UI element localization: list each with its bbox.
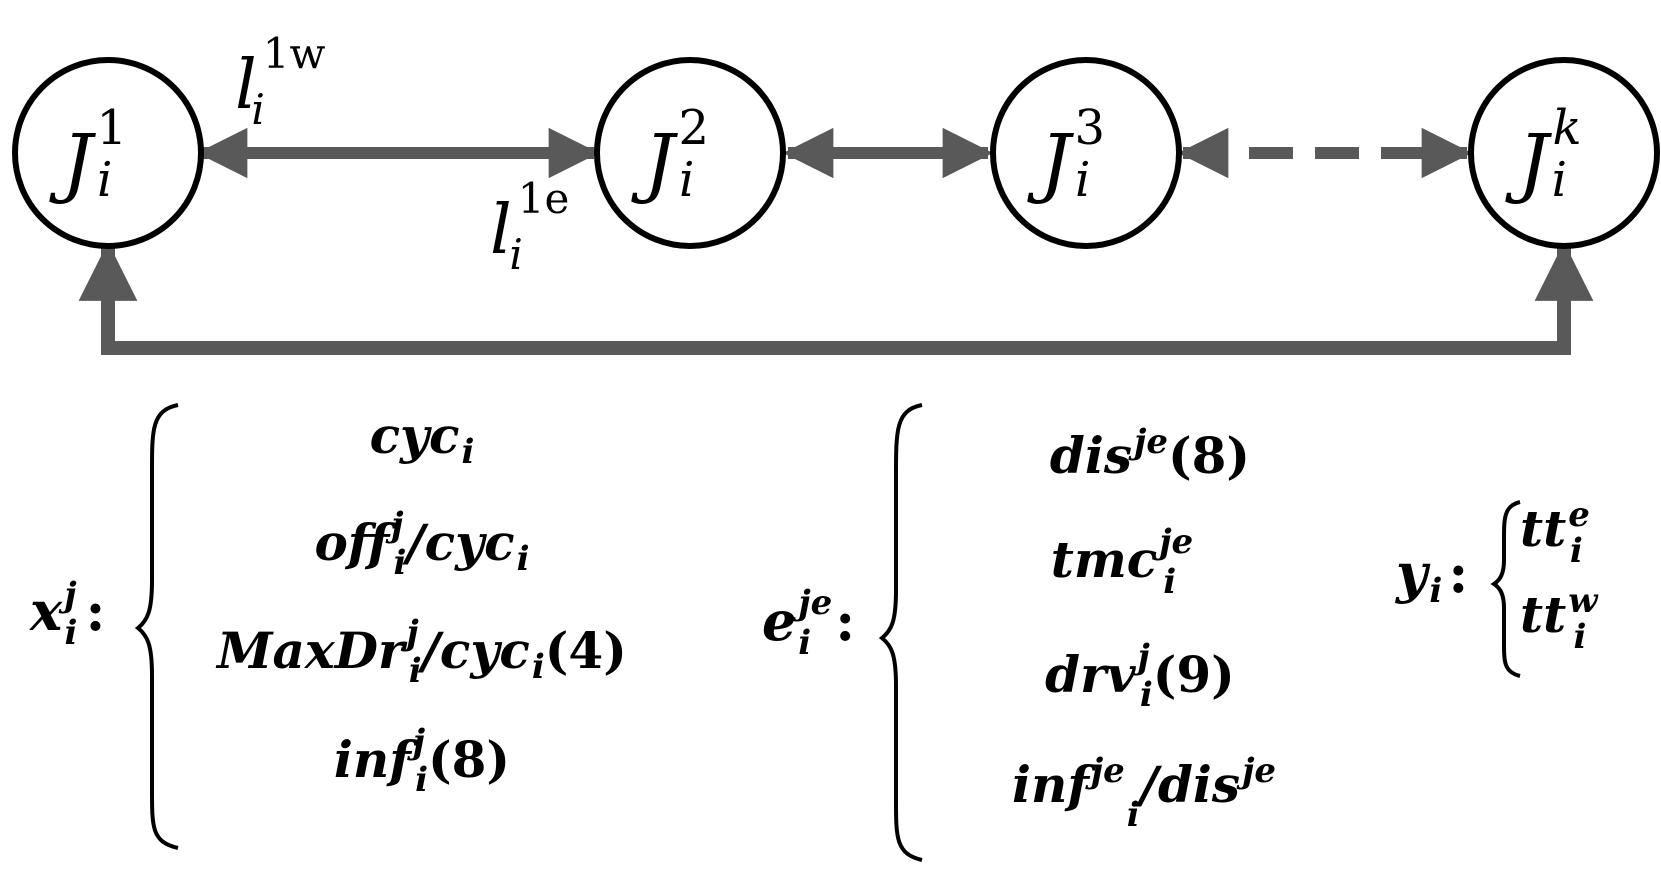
e-item-3-asub: i — [1140, 675, 1153, 715]
node-J1-sub: i — [97, 152, 112, 208]
e-item-4-rest: /dis — [1136, 755, 1240, 814]
e-var-sup: je — [792, 583, 832, 623]
y-item-2-a: tt — [1520, 585, 1566, 644]
x-item-1: cyci — [370, 406, 475, 472]
x-item-2-restsub: i — [517, 539, 530, 579]
e-item-1-a: dis — [1050, 426, 1132, 485]
y-item-1-asub: i — [1570, 531, 1583, 571]
y-group-variable: yi: — [1395, 541, 1468, 611]
e-item-3-ref: (9) — [1153, 645, 1235, 704]
x-item-2-rest: /cyc — [402, 513, 514, 572]
e-item-1-ref: (8) — [1168, 426, 1250, 485]
x-item-2-asub: i — [393, 543, 406, 583]
y-item-1-asup: e — [1568, 495, 1590, 535]
x-var-colon: : — [85, 579, 105, 643]
x-item-4-a: inf — [334, 730, 418, 789]
node-J2-sup: 2 — [678, 100, 709, 156]
node-J3-sub: i — [1075, 152, 1090, 208]
node-J1-sup: 1 — [96, 100, 127, 156]
x-group-brace — [134, 403, 179, 850]
y-group-brace — [1490, 500, 1521, 678]
x-item-1-a: cyc — [370, 406, 460, 465]
edge-1-k-loop-arrow — [78, 242, 1594, 355]
y-item-2-asub: i — [1573, 617, 1586, 657]
e-item-4-a: inf — [1012, 755, 1096, 814]
x-var-sub: i — [65, 613, 78, 653]
x-item-3-asub: i — [409, 651, 422, 691]
e-item-2-asub: i — [1163, 562, 1176, 602]
e-item-1: disje(8) — [1050, 422, 1250, 485]
e-var-colon: : — [835, 589, 855, 653]
y-item-2-asup: w — [1568, 581, 1599, 621]
e-item-4-restsup: je — [1236, 751, 1276, 791]
edge-label-west-base: l — [235, 46, 257, 125]
x-item-3-restsub: i — [532, 647, 545, 687]
e-var-base: e — [762, 589, 796, 653]
node-J2-sub: i — [679, 152, 694, 208]
e-item-4-asub: i — [1127, 795, 1140, 835]
e-item-3-a: drv — [1045, 645, 1136, 704]
y-item-1-a: tt — [1520, 499, 1566, 558]
x-item-2-a: off — [314, 513, 396, 572]
node-J3-circle — [990, 57, 1182, 249]
edge-label-west-sup: 1w — [263, 29, 326, 78]
x-item-3-a: MaxDr — [215, 621, 408, 680]
edges — [78, 127, 1594, 355]
e-item-4: infjei/disje — [1012, 751, 1276, 835]
edge-label-east-sup: 1e — [518, 174, 570, 223]
e-item-4-asup: je — [1085, 751, 1125, 791]
edge-label-east-base: l — [490, 191, 512, 270]
node-J1-circle — [12, 57, 204, 249]
node-Jk-sub: i — [1552, 152, 1567, 208]
e-item-2-asup: je — [1153, 522, 1193, 562]
e-item-2-a: tmc — [1051, 530, 1157, 589]
node-Jk-circle — [1468, 57, 1660, 249]
x-var-base: x — [29, 579, 63, 643]
node-J2-circle — [594, 57, 786, 249]
x-item-1-asub: i — [462, 432, 475, 472]
edge-label-east-sub: i — [509, 230, 522, 279]
node-J3-sup: 3 — [1074, 100, 1105, 156]
x-item-3-ref: (4) — [545, 621, 627, 680]
edge-label-west-sub: i — [251, 85, 264, 134]
y-var-colon: : — [1448, 541, 1468, 605]
x-item-3-rest: /cyc — [418, 621, 530, 680]
node-Jk-sup: k — [1552, 100, 1581, 156]
e-item-1-asup: je — [1128, 422, 1168, 462]
y-var-base: y — [1395, 541, 1431, 605]
e-group-brace — [878, 403, 923, 862]
x-item-4-ref: (8) — [428, 730, 510, 789]
e-var-sub: i — [798, 623, 811, 663]
y-var-sub: i — [1429, 571, 1442, 611]
x-item-4-asub: i — [415, 760, 428, 800]
